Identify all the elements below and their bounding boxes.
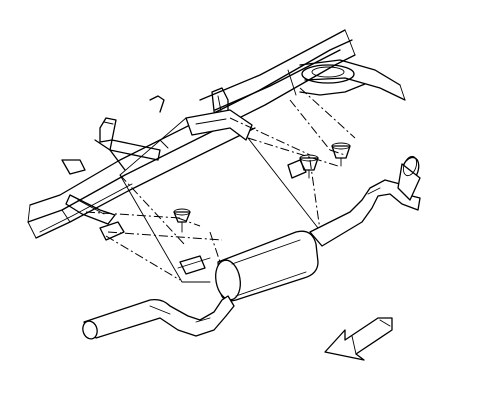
- exhaust-hanger-rear: [331, 142, 351, 167]
- intermediate-pipe: [309, 155, 421, 247]
- frame-crossmember: [61, 87, 229, 225]
- front-pipe: [82, 295, 235, 340]
- middle-bracket: [185, 109, 253, 141]
- muffler: [215, 230, 319, 302]
- heat-shield-outline: [119, 117, 319, 283]
- vehicle-frame-right-rail: [199, 29, 406, 111]
- exhaust-hanger-front: [173, 208, 191, 233]
- alignment-lines: [85, 87, 356, 281]
- rear-crossmember: [287, 64, 366, 96]
- front-direction-arrow: [324, 317, 393, 361]
